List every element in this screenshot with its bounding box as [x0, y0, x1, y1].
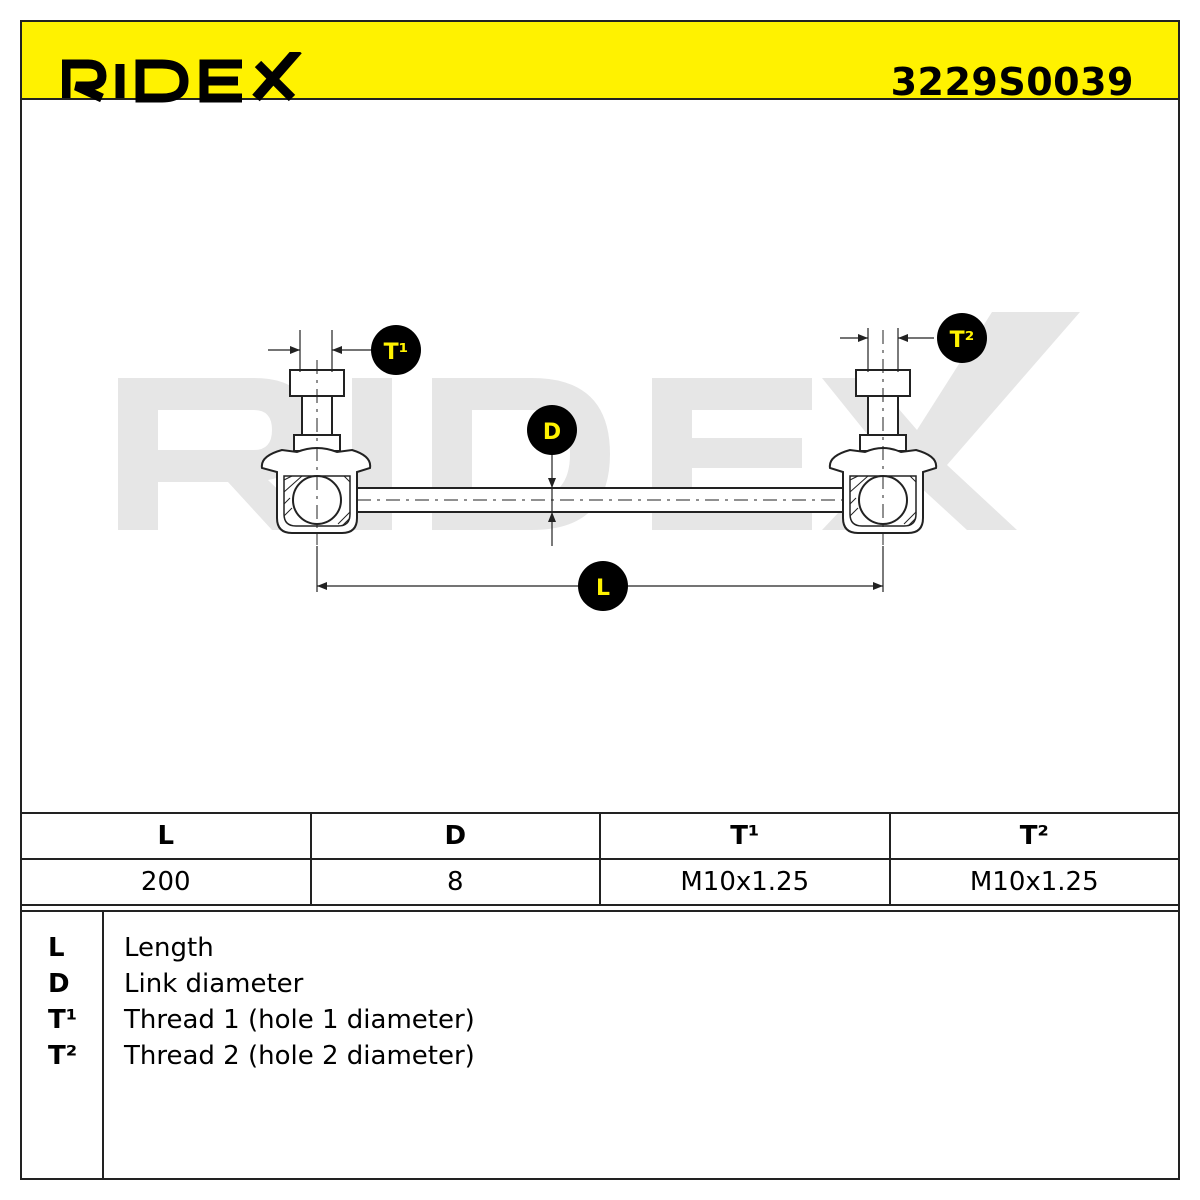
spec-value-row: 200 8 M10x1.25 M10x1.25: [20, 858, 1180, 906]
legend-key: L: [48, 933, 65, 963]
badge-l-label: L: [596, 576, 610, 601]
spec-header-t1: T¹: [599, 812, 891, 860]
legend-key: D: [48, 969, 70, 999]
legend-item: T² Thread 2 (hole 2 diameter): [22, 1038, 1178, 1074]
spec-value-l: 200: [20, 858, 312, 906]
badge-t2-label: T²: [950, 328, 975, 353]
header-bar: 3229S0039: [20, 20, 1180, 104]
badge-d-label: D: [543, 420, 561, 445]
legend-text: Link diameter: [124, 969, 304, 999]
brand-logo: [62, 52, 302, 103]
left-ball-joint: [260, 360, 372, 545]
badge-l: L: [578, 561, 628, 611]
legend-text: Thread 1 (hole 1 diameter): [124, 1005, 475, 1035]
spec-table: L D T¹ T² 200 8 M10x1.25 M10x1.25: [20, 812, 1180, 906]
legend: L Length D Link diameter T¹ Thread 1 (ho…: [20, 910, 1180, 1180]
spec-value-t2: M10x1.25: [888, 858, 1180, 906]
legend-item: T¹ Thread 1 (hole 1 diameter): [22, 1002, 1178, 1038]
spec-header-t2: T²: [888, 812, 1180, 860]
technical-drawing: T¹ T² D L: [118, 312, 1080, 611]
spec-header-d: D: [309, 812, 601, 860]
part-number: 3229S0039: [890, 60, 1134, 104]
badge-d: D: [527, 405, 577, 455]
legend-divider: [102, 912, 104, 1178]
spec-value-d: 8: [309, 858, 601, 906]
legend-key: T¹: [48, 1005, 78, 1035]
legend-key: T²: [48, 1041, 78, 1071]
badge-t1: T¹: [371, 325, 421, 375]
legend-item: D Link diameter: [22, 966, 1178, 1002]
right-ball-joint: [828, 330, 938, 545]
badge-t1-label: T¹: [384, 340, 409, 365]
spec-header-row: L D T¹ T²: [20, 812, 1180, 860]
legend-text: Length: [124, 933, 214, 963]
spec-value-t1: M10x1.25: [599, 858, 891, 906]
legend-item: L Length: [22, 930, 1178, 966]
spec-header-l: L: [20, 812, 312, 860]
legend-text: Thread 2 (hole 2 diameter): [124, 1041, 475, 1071]
badge-t2: T²: [937, 313, 987, 363]
